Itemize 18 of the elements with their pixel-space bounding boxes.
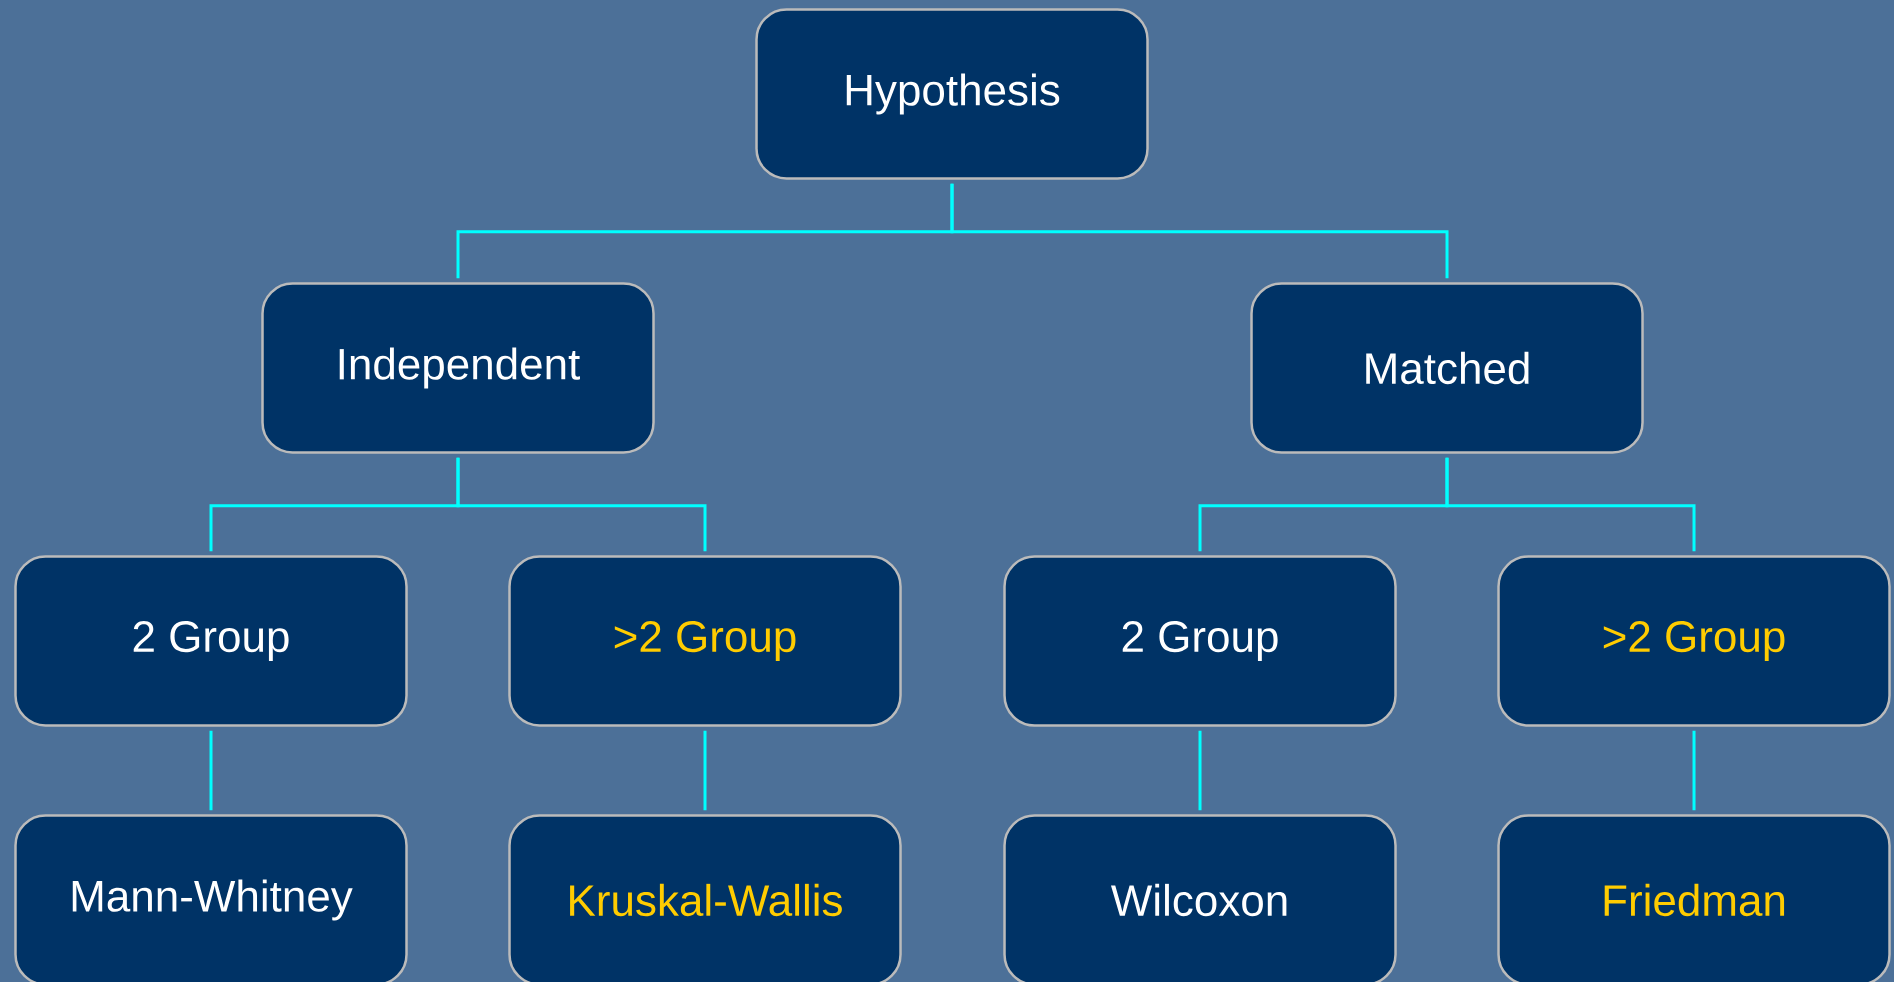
connector-line (1692, 730, 1696, 811)
process-box: Independent (261, 282, 655, 454)
process-box: Kruskal-Wallis (508, 814, 902, 982)
process-box: 2 Group (1003, 555, 1397, 727)
process-box: Friedman (1497, 814, 1891, 982)
connector-line (209, 730, 213, 811)
process-box: Wilcoxon (1003, 814, 1397, 982)
connector-line (950, 183, 1449, 279)
process-box: >2 Group (1497, 555, 1891, 727)
process-box: Mann-Whitney (14, 814, 408, 982)
connector-line (456, 457, 707, 552)
process-box: Matched (1250, 282, 1644, 454)
connector-line (1445, 457, 1696, 552)
connector-line (1198, 730, 1202, 811)
process-box: Hypothesis (755, 8, 1149, 180)
connector-line (703, 730, 707, 811)
process-box: >2 Group (508, 555, 902, 727)
process-box: 2 Group (14, 555, 408, 727)
